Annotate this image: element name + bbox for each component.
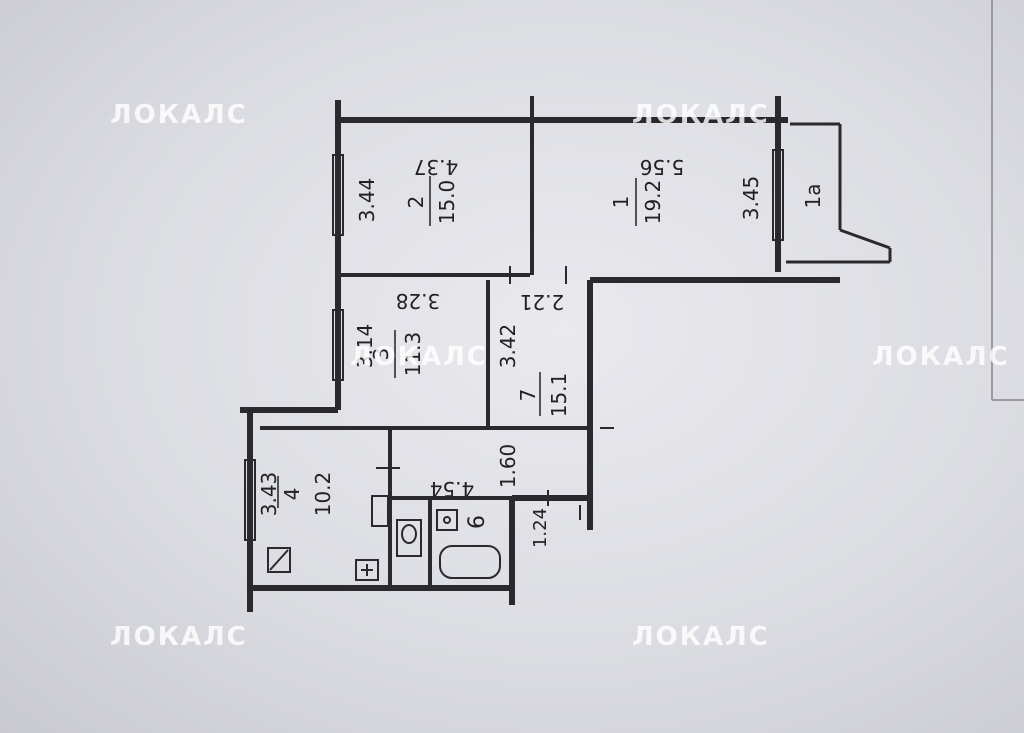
- room-7-number: 7: [516, 389, 540, 402]
- vent-icon: [371, 495, 389, 527]
- room-5-width: 4.54: [430, 477, 475, 501]
- room-3-number: 3: [369, 348, 393, 361]
- room-1-area: 19.2: [641, 180, 665, 225]
- room-2-area: 15.0: [435, 180, 459, 225]
- room-4-area: 10.2: [311, 472, 335, 517]
- room-7-width: 2.21: [520, 290, 565, 314]
- balcony-outline: [786, 122, 892, 264]
- room-2-width: 4.37: [414, 155, 459, 179]
- room-3-width: 3.28: [396, 289, 441, 313]
- room-2-number: 2: [404, 196, 428, 209]
- room-4-height: 3.43: [257, 472, 281, 517]
- room-3-height: 3.14: [353, 324, 377, 369]
- sink-icon: [436, 509, 458, 531]
- room-3-area: 11.3: [401, 332, 425, 377]
- room-1-width: 5.56: [640, 155, 685, 179]
- kitchen-sink-icon: [355, 559, 379, 581]
- toilet-icon: [396, 519, 422, 557]
- hall-end-width: 1.24: [530, 508, 551, 548]
- door-marks: [376, 266, 614, 520]
- room-6-number: 6: [465, 515, 490, 529]
- interior-walls: [260, 96, 590, 585]
- room-7-height: 3.42: [496, 324, 520, 369]
- bathtub-icon: [439, 545, 501, 579]
- outer-walls: [240, 96, 840, 612]
- room-4-number: 4: [280, 488, 304, 501]
- room-5-height: 1.60: [496, 444, 520, 489]
- fraction-bars: [277, 176, 637, 508]
- room-7-area: 15.1: [547, 373, 571, 418]
- room-1-number: 1: [609, 196, 633, 209]
- room-1-height: 3.45: [739, 176, 763, 221]
- stove-icon: [267, 547, 291, 573]
- windows: [244, 149, 784, 541]
- room-1a-number: 1а: [801, 184, 825, 209]
- room-2-height: 3.44: [355, 178, 379, 223]
